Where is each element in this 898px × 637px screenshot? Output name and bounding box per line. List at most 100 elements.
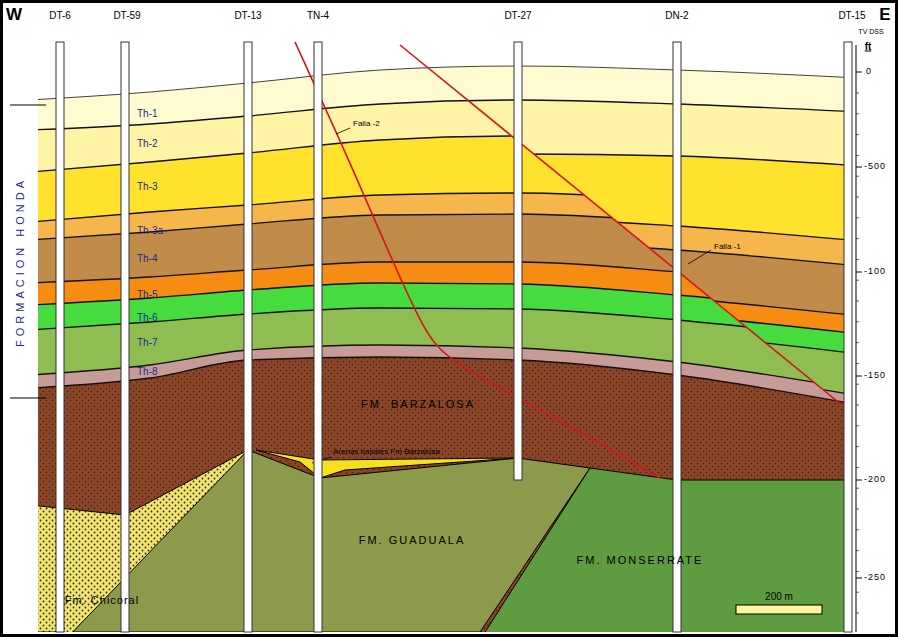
layer-name: Th-6 xyxy=(137,312,158,323)
axis-tick xyxy=(856,321,859,322)
depth-value: -150 xyxy=(864,371,886,381)
axis-tick xyxy=(856,342,859,343)
axis-unit: ft xyxy=(865,41,872,52)
formation-name: FM. MONSERRATE xyxy=(577,554,704,566)
depth-value: 0 xyxy=(866,67,872,77)
well-name: DT-27 xyxy=(504,10,531,21)
well-bore xyxy=(314,42,322,632)
axis-tick xyxy=(856,280,859,281)
compass-letter: E xyxy=(879,6,890,25)
axis-tick xyxy=(856,578,862,579)
axis-tick xyxy=(856,405,859,406)
bracket-line xyxy=(10,105,46,106)
axis-tick xyxy=(856,509,859,510)
well-bore xyxy=(844,42,852,632)
formation-name: FM. BARZALOSA xyxy=(361,398,475,410)
stratum xyxy=(38,351,848,405)
axis-tick xyxy=(856,446,859,447)
axis-tick xyxy=(856,488,859,489)
horizon-line xyxy=(38,322,848,354)
axis-tick xyxy=(856,155,859,156)
well-name: DT-6 xyxy=(49,10,71,21)
axis-tick xyxy=(856,217,859,218)
well-bore xyxy=(514,42,522,480)
horizon-line xyxy=(38,351,848,396)
formation-name: FM. GUADUALA xyxy=(359,534,466,546)
depth-axis xyxy=(856,45,857,632)
layer-name: Th-1 xyxy=(137,108,158,119)
west-block xyxy=(38,66,848,405)
axis-tick xyxy=(856,376,862,377)
axis-tick xyxy=(856,176,859,177)
axis-tick xyxy=(856,363,859,364)
axis-tick xyxy=(856,197,859,198)
east-block xyxy=(38,66,848,405)
layer-name: Th-7 xyxy=(137,337,158,348)
well-name: DT-59 xyxy=(113,10,140,21)
leader-line xyxy=(688,250,711,264)
axis-tick xyxy=(856,301,859,302)
geology xyxy=(38,42,848,632)
chicoral-unit xyxy=(38,450,248,632)
axis-title: TV DSS xyxy=(858,28,883,36)
well-bore xyxy=(244,42,252,632)
axis-tick xyxy=(856,272,862,273)
axis-tick xyxy=(856,467,859,468)
depth-value: -200 xyxy=(864,475,886,485)
group-name: FORMACION HONDA xyxy=(14,177,26,347)
well-bore xyxy=(673,42,681,632)
scale-label: 200 m xyxy=(765,591,793,602)
unit-name: Arenas basales Fm Barzalosa xyxy=(333,448,440,457)
well-name: TN-4 xyxy=(307,10,329,21)
depth-value: -250 xyxy=(864,573,886,583)
axis-tick xyxy=(856,167,862,168)
axis-tick xyxy=(856,134,859,135)
horizon-line xyxy=(38,242,848,268)
axis-tick xyxy=(856,592,859,593)
compass-letter: W xyxy=(6,6,22,25)
axis-tick xyxy=(856,571,859,572)
axis-tick xyxy=(856,72,862,73)
layer-name: Th-3a xyxy=(137,225,163,236)
bracket-line xyxy=(10,398,46,399)
well-bore xyxy=(121,42,129,632)
layer-name: Th-4 xyxy=(137,253,158,264)
horizon-line xyxy=(38,154,848,190)
monserrate-unit xyxy=(480,468,848,632)
horizon-line xyxy=(38,303,848,334)
axis-tick xyxy=(856,425,859,426)
layer-name: Th-3 xyxy=(137,181,158,192)
depth-value: -100 xyxy=(864,267,886,277)
well-name: DN-2 xyxy=(665,10,688,21)
scale-bar xyxy=(736,605,822,614)
axis-tick xyxy=(856,529,859,530)
axis-tick xyxy=(856,238,859,239)
barzalosa-unit xyxy=(38,300,848,632)
axis-tick xyxy=(856,113,859,114)
formation-name: Fm. Chicoral xyxy=(65,594,139,606)
fault-line xyxy=(400,45,848,410)
depth-value: -500 xyxy=(864,162,886,172)
horizon-line xyxy=(38,308,848,340)
well-name: DT-13 xyxy=(234,10,261,21)
axis-tick xyxy=(856,93,859,94)
horizon-line xyxy=(38,100,848,130)
horizon-line xyxy=(38,66,848,100)
well-bore xyxy=(56,42,64,632)
axis-tick xyxy=(856,550,859,551)
stratum xyxy=(38,322,848,396)
horizon-line xyxy=(38,357,848,405)
horizon-line xyxy=(38,357,848,405)
axis-tick xyxy=(856,480,862,481)
axis-tick xyxy=(856,259,859,260)
layer-name: Th-8 xyxy=(137,366,158,377)
layer-name: Th-2 xyxy=(137,138,158,149)
axis-tick xyxy=(856,384,859,385)
stratum xyxy=(38,345,848,405)
well-name: DT-15 xyxy=(838,10,865,21)
leader-line xyxy=(336,128,350,134)
fault-name: Falla -1 xyxy=(714,243,741,252)
